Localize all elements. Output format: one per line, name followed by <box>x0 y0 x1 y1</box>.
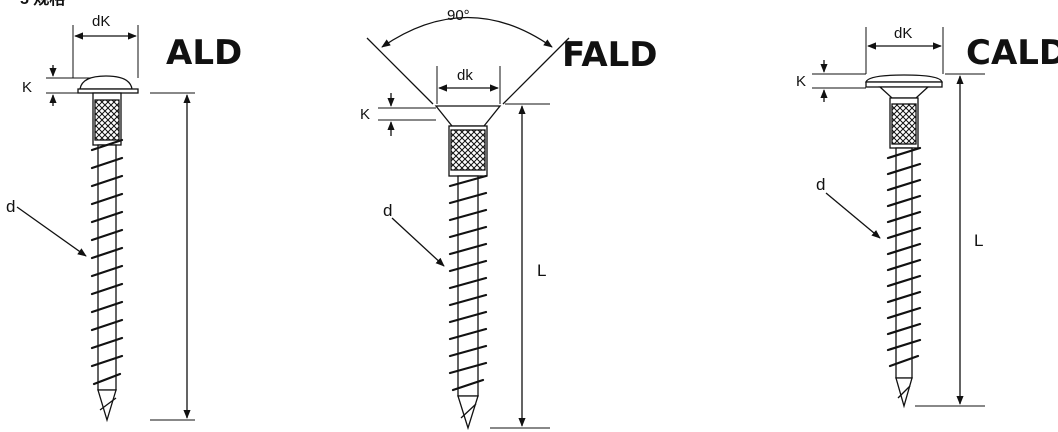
header-fragment: 5 规格 <box>20 0 66 8</box>
ald-title: ALD <box>166 33 242 73</box>
ald-d-label: d <box>6 197 15 216</box>
cald-k-label: K <box>796 73 806 90</box>
ald-knurl <box>94 99 120 141</box>
fald-threads <box>448 174 488 392</box>
cald-flange <box>865 81 943 88</box>
screw-ald: ALD dK K d <box>6 13 242 423</box>
fald-d-label: d <box>383 201 392 220</box>
cald-threads <box>886 146 922 368</box>
fald-head <box>434 105 502 127</box>
ald-k-label: K <box>22 79 32 96</box>
ald-d-leader <box>16 206 87 257</box>
ald-threads <box>90 138 124 386</box>
fald-angle-label: 90° <box>447 7 470 24</box>
fald-length-label: L <box>537 261 546 280</box>
ald-head <box>79 75 133 90</box>
fald-knurl <box>450 129 486 171</box>
cald-title: CALD <box>966 33 1058 73</box>
fald-k-label: K <box>360 106 370 123</box>
fald-angle-arc <box>381 16 553 48</box>
cald-d-leader <box>825 192 881 239</box>
cald-length-label: L <box>974 231 983 250</box>
cald-d-label: d <box>816 175 825 194</box>
fald-dk-label: dk <box>457 67 473 84</box>
screw-cald: CALD dK K L d <box>796 25 1058 409</box>
cald-dk-label: dK <box>894 25 912 42</box>
screw-fald: FALD 90° dk K L d <box>360 7 658 431</box>
cald-head <box>865 74 943 83</box>
fald-title: FALD <box>562 35 658 75</box>
cald-knurl <box>891 103 917 145</box>
ald-dk-label: dK <box>92 13 110 30</box>
fald-d-leader <box>391 217 445 267</box>
